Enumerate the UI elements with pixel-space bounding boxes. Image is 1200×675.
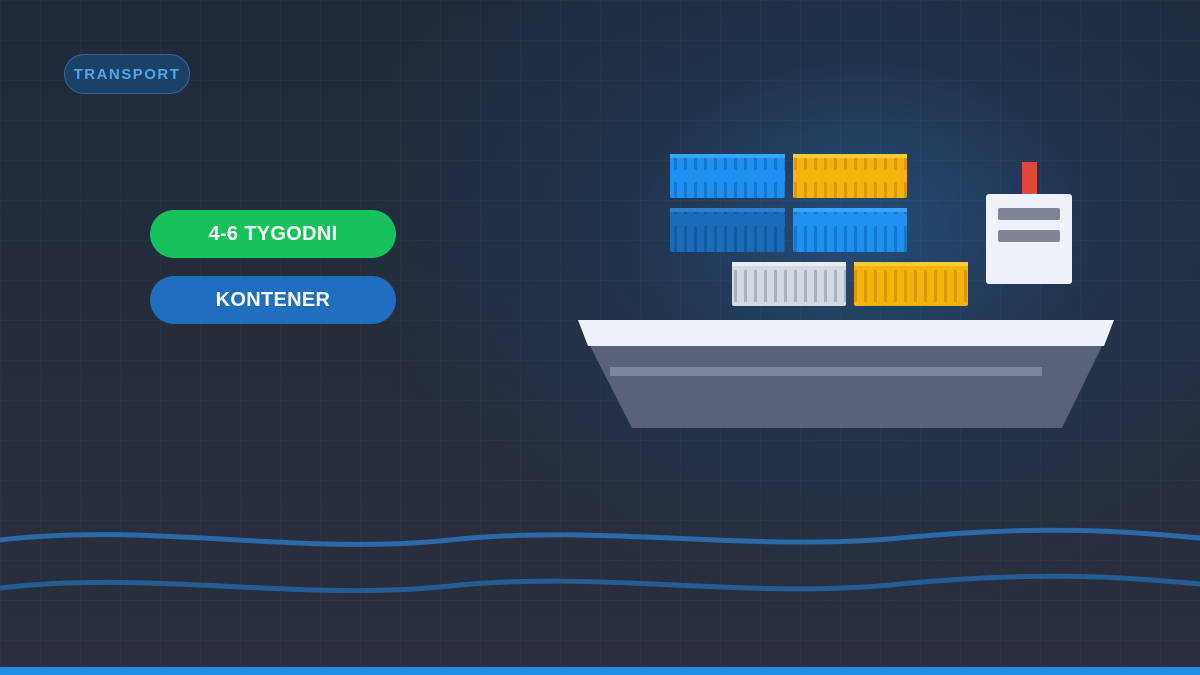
shipping-container-icon <box>732 262 846 306</box>
shipping-container-icon <box>670 154 785 198</box>
ship-bridge <box>986 162 1072 284</box>
shipping-container-icon <box>793 208 907 252</box>
cargo-ship-icon <box>578 320 1114 428</box>
category-badge: TRANSPORT <box>64 54 190 94</box>
method-tag: KONTENER <box>150 276 396 324</box>
bottom-accent-bar <box>0 667 1200 675</box>
duration-tag: 4-6 TYGODNI <box>150 210 396 258</box>
shipping-container-icon <box>793 154 907 198</box>
shipping-container-icon <box>670 208 785 252</box>
waves-icon <box>0 527 1200 594</box>
shipping-container-icon <box>854 262 968 306</box>
